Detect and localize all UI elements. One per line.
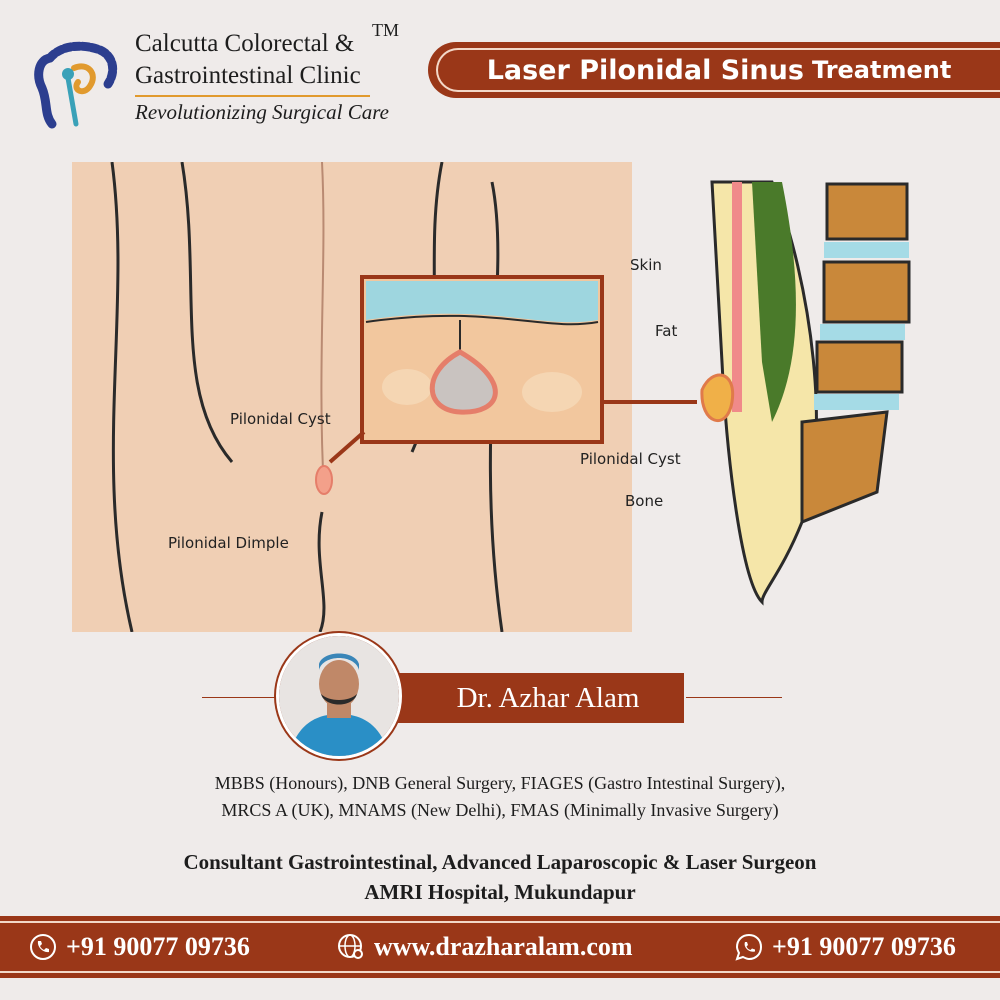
title-main: Laser Pilonidal Sinus bbox=[486, 54, 804, 86]
label-pilonidal-dimple: Pilonidal Dimple bbox=[168, 534, 289, 552]
title-banner: Laser Pilonidal Sinus Treatment bbox=[428, 42, 1000, 98]
label-pilonidal-cyst-right: Pilonidal Cyst bbox=[580, 450, 681, 468]
doctor-name: Dr. Azhar Alam bbox=[456, 681, 640, 714]
divider-left bbox=[202, 697, 282, 698]
divider-right bbox=[686, 697, 782, 698]
label-pilonidal-cyst-left: Pilonidal Cyst bbox=[230, 410, 331, 428]
clinic-divider bbox=[135, 95, 370, 97]
whatsapp-icon bbox=[734, 932, 764, 962]
contact-footer: +91 90077 09736 www.drazharalam.com +91 … bbox=[0, 916, 1000, 978]
label-bone: Bone bbox=[625, 492, 664, 510]
doctor-qualifications-line1: MBBS (Honours), DNB General Surgery, FIA… bbox=[214, 773, 786, 793]
website-url: www.drazharalam.com bbox=[374, 932, 633, 961]
trademark-mark: TM bbox=[372, 20, 399, 40]
website-link[interactable]: www.drazharalam.com bbox=[336, 916, 633, 978]
clinic-logo bbox=[28, 28, 128, 138]
doctor-avatar bbox=[276, 633, 402, 759]
clinic-name-line1: Calcutta Colorectal & bbox=[135, 30, 355, 57]
footer-rule-top bbox=[0, 921, 1000, 923]
clinic-name-line2: Gastrointestinal Clinic bbox=[135, 62, 361, 89]
whatsapp-number: +91 90077 09736 bbox=[772, 932, 956, 961]
title-sub: Treatment bbox=[811, 56, 952, 84]
footer-rule-bottom bbox=[0, 971, 1000, 973]
phone-icon bbox=[28, 932, 58, 962]
phone-link[interactable]: +91 90077 09736 bbox=[28, 916, 250, 978]
globe-icon bbox=[336, 932, 366, 962]
whatsapp-link[interactable]: +91 90077 09736 bbox=[734, 916, 956, 978]
doctor-role-line2: AMRI Hospital, Mukundapur bbox=[364, 880, 636, 904]
phone-number: +91 90077 09736 bbox=[66, 932, 250, 961]
label-fat: Fat bbox=[655, 322, 678, 340]
doctor-role-line1: Consultant Gastrointestinal, Advanced La… bbox=[183, 850, 817, 874]
clinic-tagline: Revolutionizing Surgical Care bbox=[135, 100, 389, 124]
label-skin: Skin bbox=[630, 256, 662, 274]
doctor-qualifications-line2: MRCS A (UK), MNAMS (New Delhi), FMAS (Mi… bbox=[221, 800, 779, 820]
anatomy-illustration: Pilonidal Cyst Pilonidal Dimple Skin Fat… bbox=[72, 161, 972, 633]
doctor-name-banner: Dr. Azhar Alam bbox=[372, 673, 684, 723]
